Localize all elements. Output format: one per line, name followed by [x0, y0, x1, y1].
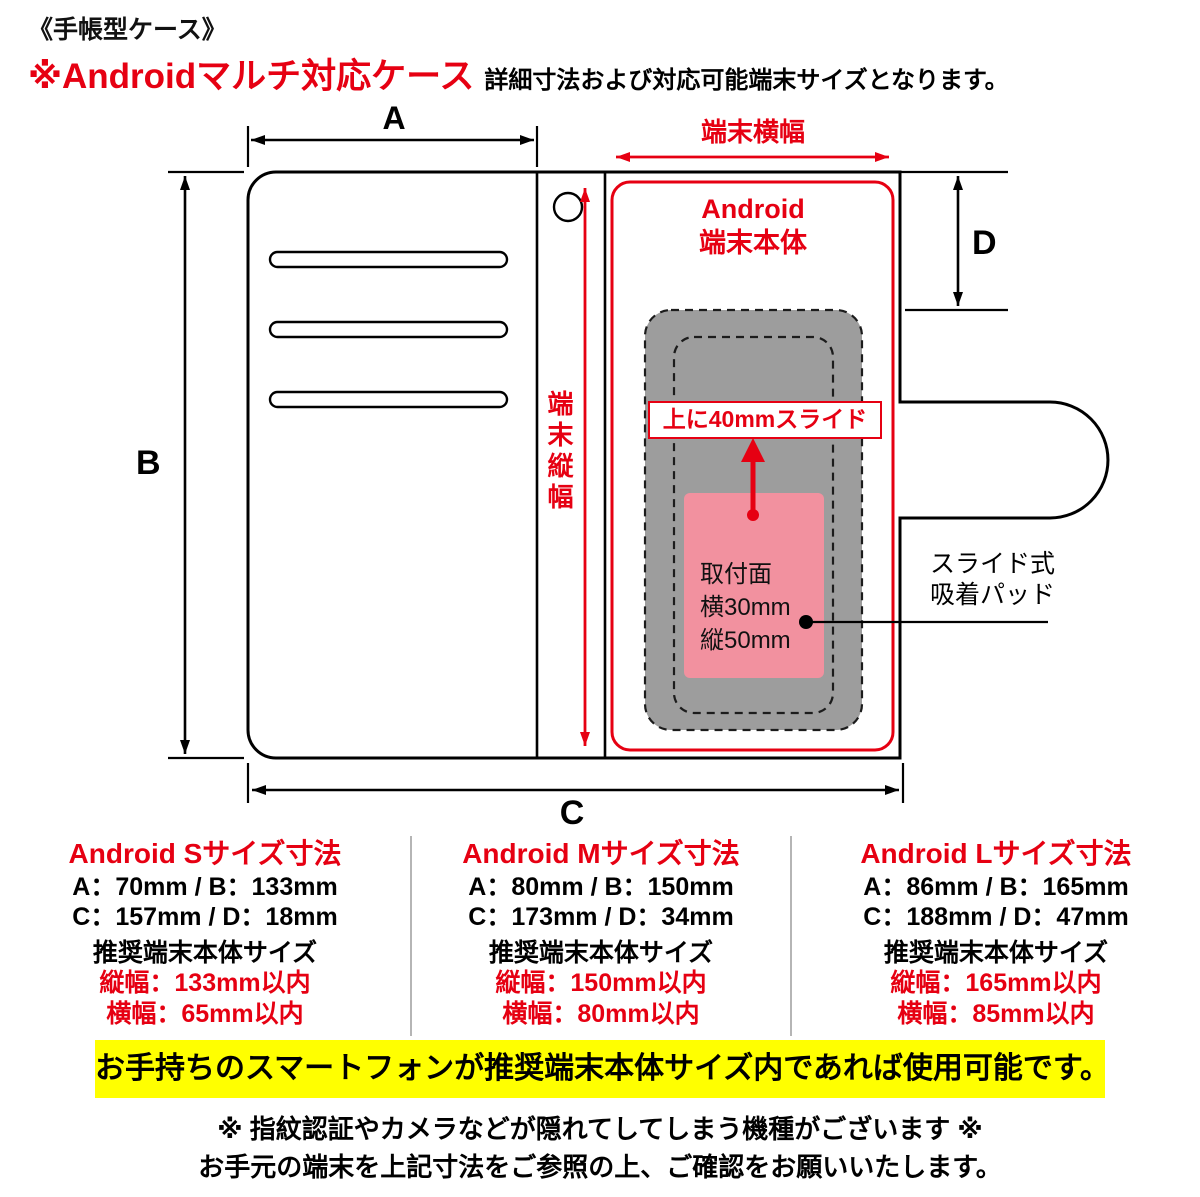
mount-line3: 縦50mm — [700, 627, 791, 654]
size-spec-columns: Android Sサイズ寸法 A：70mm / B：133mm C：157mm … — [0, 836, 1200, 1036]
page-title-red: ※Androidマルチ対応ケース — [28, 57, 475, 96]
dim-c-label: C — [559, 794, 585, 832]
size-l-title: Android Lサイズ寸法 — [860, 838, 1132, 869]
mount-line2: 横30mm — [700, 594, 791, 621]
page-title-sub: 詳細寸法および対応可能端末サイズとなります。 — [484, 67, 1009, 94]
size-l-dims-cd: C：188mm / D：47mm — [863, 903, 1129, 931]
slide-note-box: 上に40mmスライド — [648, 401, 882, 439]
slide-up-arrow-base-dot — [747, 509, 759, 521]
strap-hole-icon — [552, 191, 584, 223]
size-m-title: Android Mサイズ寸法 — [462, 838, 740, 869]
size-m-dims-ab: A：80mm / B：150mm — [468, 873, 734, 901]
slide-up-arrow-head — [741, 438, 765, 462]
size-l-recommend-title: 推奨端末本体サイズ — [883, 939, 1109, 967]
slide-range-outline — [672, 335, 835, 715]
dim-d-label: D — [972, 224, 997, 262]
size-l-dims-ab: A：86mm / B：165mm — [863, 873, 1129, 901]
footer-note-1: ※ 指紋認証やカメラなどが隠れてしてしまう機種がございます ※ — [217, 1114, 983, 1144]
footer-note-2: お手元の端末を上記寸法をご参照の上、ご確認をお願いいたします。 — [198, 1152, 1002, 1182]
slide-pad-line2: 吸着パッド — [930, 581, 1056, 609]
slide-pad-line1: スライド式 — [930, 550, 1056, 578]
size-s-width-limit: 横幅：65mm以内 — [106, 1000, 304, 1028]
size-l-width-limit: 横幅：85mm以内 — [897, 1000, 1095, 1028]
size-s-dims-ab: A：70mm / B：133mm — [72, 873, 338, 901]
size-col-s: Android Sサイズ寸法 A：70mm / B：133mm C：157mm … — [0, 836, 410, 1036]
android-body-label: Android 端末本体 — [650, 192, 856, 260]
size-s-title: Android Sサイズ寸法 — [68, 838, 342, 869]
slide-pad-label: スライド式 吸着パッド — [930, 549, 1055, 611]
card-slot — [268, 320, 509, 339]
footer-notes: ※ 指紋認証やカメラなどが隠れてしてしまう機種がございます ※ お手元の端末を上… — [0, 1110, 1200, 1186]
card-slot — [268, 250, 509, 269]
size-col-l: Android Lサイズ寸法 A：86mm / B：165mm C：188mm … — [790, 836, 1200, 1036]
dim-b-label: B — [136, 444, 161, 482]
case-type-heading: 《手帳型ケース》 — [28, 16, 227, 44]
size-s-height-limit: 縦幅：133mm以内 — [99, 969, 311, 997]
mount-line1: 取付面 — [700, 561, 772, 588]
size-m-height-limit: 縦幅：150mm以内 — [495, 969, 707, 997]
terminal-height-label: 端末縦幅 — [544, 390, 574, 514]
android-body-line1: Android — [701, 194, 805, 224]
device-position-outline — [610, 180, 895, 752]
size-s-recommend-title: 推奨端末本体サイズ — [92, 939, 318, 967]
mount-surface-label: 取付面 横30mm 縦50mm — [700, 558, 791, 657]
compatibility-banner: お手持ちのスマートフォンが推奨端末本体サイズ内であれば使用可能です。 — [95, 1040, 1110, 1098]
size-m-dims-cd: C：173mm / D：34mm — [468, 903, 734, 931]
size-m-width-limit: 横幅：80mm以内 — [502, 1000, 700, 1028]
card-slot — [268, 390, 509, 409]
size-s-dims-cd: C：157mm / D：18mm — [72, 903, 338, 931]
size-col-m: Android Mサイズ寸法 A：80mm / B：150mm C：173mm … — [410, 836, 790, 1036]
size-m-recommend-title: 推奨端末本体サイズ — [488, 939, 714, 967]
mount-surface — [684, 493, 824, 678]
page-title: ※Androidマルチ対応ケース詳細寸法および対応可能端末サイズとなります。 — [28, 48, 1009, 99]
size-l-height-limit: 縦幅：165mm以内 — [890, 969, 1102, 997]
dim-a-label: A — [382, 100, 406, 136]
android-body-line2: 端末本体 — [699, 228, 807, 258]
terminal-width-label: 端末横幅 — [700, 117, 805, 147]
